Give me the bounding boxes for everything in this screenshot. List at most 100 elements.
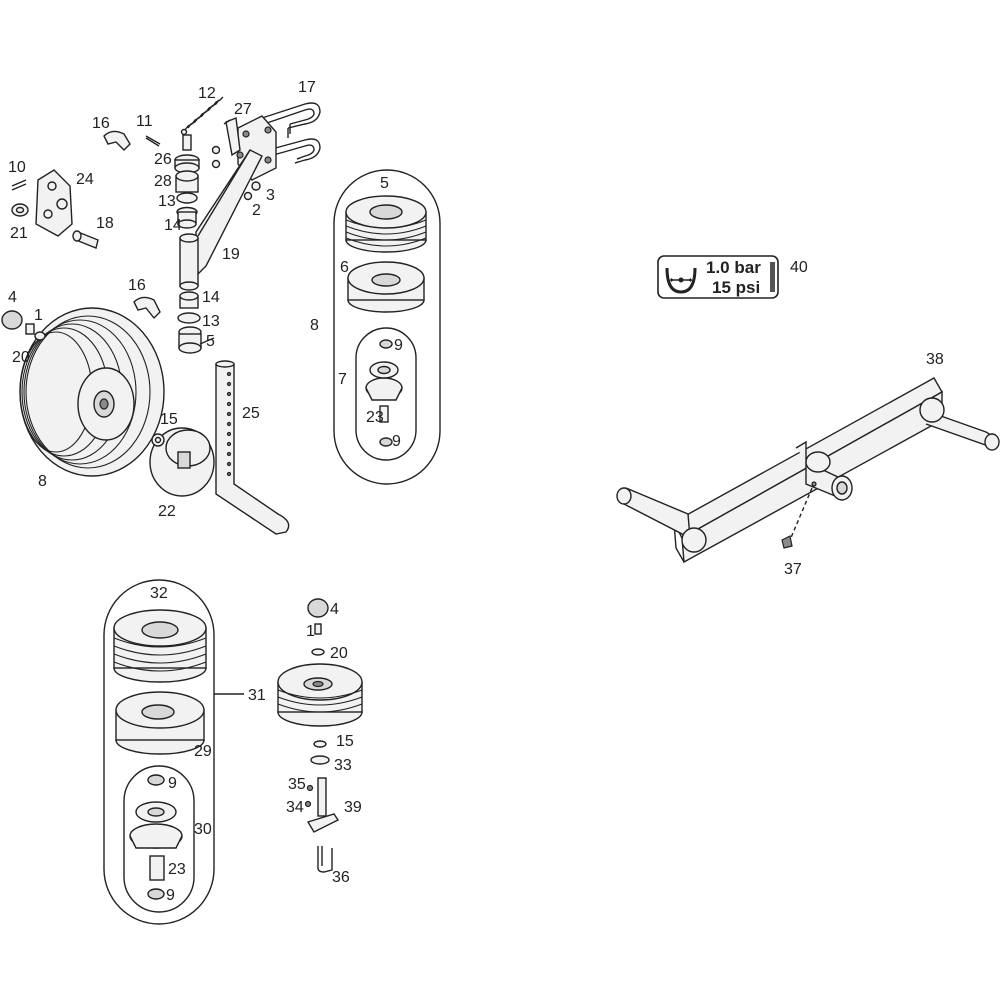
- bearing-part: [379, 339, 393, 349]
- clip-part: [103, 130, 131, 151]
- callout-9: 9: [166, 887, 175, 904]
- washer-part: [34, 331, 46, 341]
- callout-20: 20: [330, 645, 348, 662]
- bolt-part: [314, 623, 322, 635]
- pressure-bar-text: 1.0 bar: [706, 258, 761, 277]
- callout-4: 4: [330, 601, 339, 618]
- grease-nipple-part: [306, 784, 314, 792]
- u-bolt-part: [261, 102, 321, 164]
- callout-36: 36: [332, 869, 350, 886]
- wheel-part: [277, 663, 363, 727]
- pressure-psi-text: 15 psi: [712, 278, 760, 297]
- pin-part: [145, 135, 161, 145]
- rim-part: [129, 801, 183, 849]
- callout-12: 12: [198, 85, 216, 102]
- caster-wheel-assembly-upper: [1, 96, 321, 535]
- callout-16: 16: [92, 115, 110, 132]
- hub-cap-part: [307, 598, 329, 618]
- callout-6: 6: [340, 259, 349, 276]
- small-wheel-exploded-capsule: [103, 579, 244, 925]
- rim-part: [365, 361, 403, 401]
- callout-labels: 12 27 17 16 11 26 28 13 14 10 24 21 18 3…: [8, 79, 944, 904]
- callout-16: 16: [128, 277, 146, 294]
- callout-17: 17: [298, 79, 316, 96]
- callout-13: 13: [158, 193, 176, 210]
- bearing-part: [147, 774, 165, 786]
- callout-10: 10: [8, 159, 26, 176]
- callout-1: 1: [306, 623, 315, 640]
- callout-9: 9: [168, 775, 177, 792]
- callout-40: 40: [790, 259, 808, 276]
- lower-bearing-stack-part: [177, 291, 202, 354]
- callout-37: 37: [784, 561, 802, 578]
- pin-part: [72, 230, 99, 249]
- callout-9: 9: [392, 433, 401, 450]
- spring-part: [180, 96, 224, 136]
- callout-24: 24: [76, 171, 94, 188]
- callout-26: 26: [154, 151, 172, 168]
- callout-20: 20: [12, 349, 30, 366]
- callout-25: 25: [242, 405, 260, 422]
- callout-15: 15: [336, 733, 354, 750]
- callout-8: 8: [38, 473, 47, 490]
- nut-part: [243, 191, 253, 201]
- callout-21: 21: [10, 225, 28, 242]
- axle-part: [616, 377, 1000, 564]
- bolt-part: [25, 323, 35, 335]
- tire-pressure-badge: 1.0 bar 15 psi: [657, 255, 779, 299]
- nut-part: [304, 800, 312, 808]
- callout-39: 39: [344, 799, 362, 816]
- washer-part: [311, 648, 325, 656]
- callout-14: 14: [202, 289, 220, 306]
- adjusting-bar-part: [215, 360, 290, 535]
- tire-part: [345, 195, 427, 253]
- washer-part: [313, 740, 327, 748]
- nut-part: [211, 145, 221, 155]
- bushing-part: [379, 405, 389, 423]
- callout-4: 4: [8, 289, 17, 306]
- nut-part: [211, 159, 221, 169]
- callout-5: 5: [206, 333, 215, 350]
- callout-19: 19: [222, 246, 240, 263]
- callout-34: 34: [286, 799, 304, 816]
- callout-8: 8: [310, 317, 319, 334]
- callout-9: 9: [394, 337, 403, 354]
- callout-27: 27: [234, 101, 252, 118]
- callout-7: 7: [338, 371, 347, 388]
- callout-22: 22: [158, 503, 176, 520]
- callout-28: 28: [154, 173, 172, 190]
- pivot-tube-part: [179, 233, 199, 291]
- callout-38: 38: [926, 351, 944, 368]
- clip-part: [133, 296, 161, 320]
- callout-1: 1: [34, 307, 43, 324]
- washer-part: [310, 755, 330, 765]
- hitch-bracket-part: [35, 169, 73, 237]
- wheel-exploded-capsule: [333, 169, 441, 485]
- pin-part: [11, 179, 27, 187]
- grease-nipple-part: [781, 535, 793, 549]
- swing-arm-part: [195, 149, 263, 278]
- callout-14: 14: [164, 217, 182, 234]
- callout-29: 29: [194, 743, 212, 760]
- bushing-part: [149, 855, 165, 881]
- tire-pressure-icon: [665, 267, 697, 294]
- callout-23: 23: [366, 409, 384, 426]
- bearing-stack-part: [174, 134, 200, 229]
- callout-3: 3: [266, 187, 275, 204]
- wheel-hub-part: [149, 427, 215, 497]
- callout-11: 11: [136, 113, 153, 130]
- wheel-part: [19, 307, 165, 477]
- callout-18: 18: [96, 215, 114, 232]
- hub-cap-part: [1, 310, 23, 330]
- fork-spindle-part: [306, 777, 340, 833]
- callout-35: 35: [288, 776, 306, 793]
- bearing-part: [147, 888, 165, 900]
- callout-15: 15: [160, 411, 178, 428]
- callout-13: 13: [202, 313, 220, 330]
- callout-31: 31: [248, 687, 266, 704]
- callout-30: 30: [194, 821, 212, 838]
- inner-tube-part: [347, 261, 425, 313]
- inner-tube-part: [115, 691, 205, 755]
- callout-2: 2: [252, 202, 261, 219]
